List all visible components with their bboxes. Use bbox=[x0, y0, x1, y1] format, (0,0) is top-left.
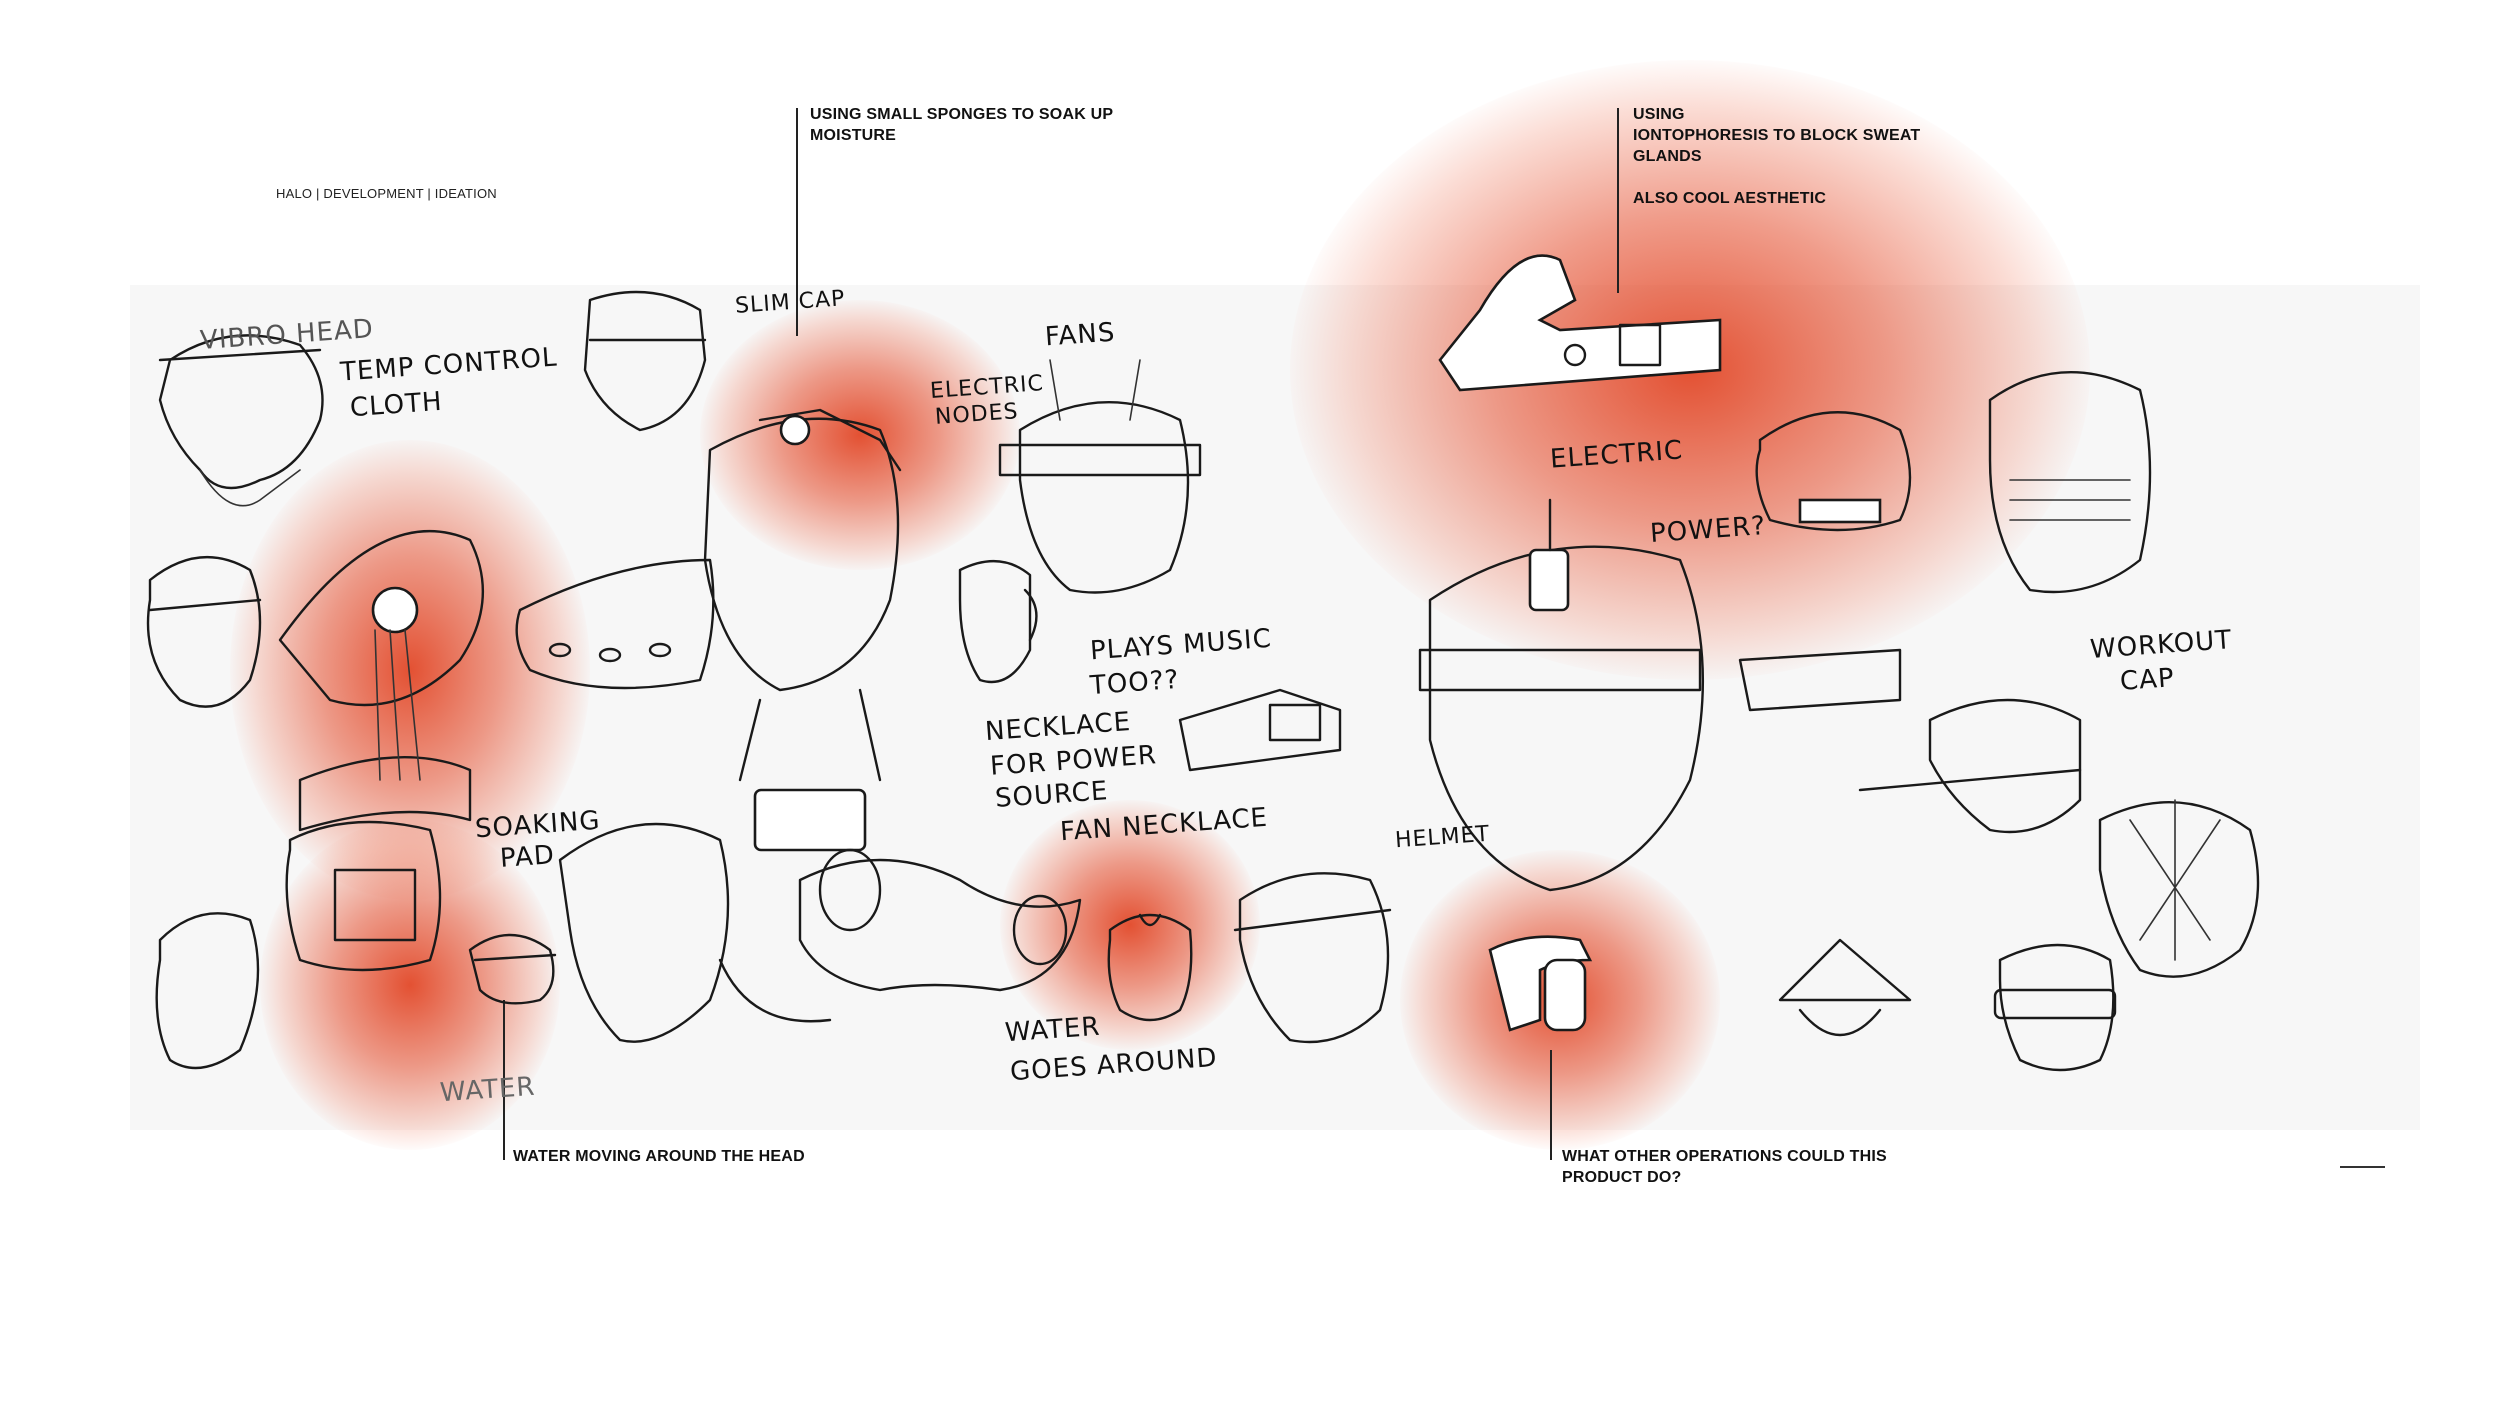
annotation-aesthetic: ALSO COOL AESTHETIC bbox=[1633, 188, 1826, 209]
annotation-iontophoresis: USING IONTOPHORESIS TO BLOCK SWEAT GLAND… bbox=[1633, 104, 1920, 167]
sketch-triangle-hat bbox=[1778, 938, 1912, 1036]
handwritten-soaking-pad: PAD bbox=[499, 840, 556, 874]
sketch-square-face-mask bbox=[285, 820, 442, 972]
leader-line-sponges bbox=[796, 108, 798, 336]
annotation-line: GLANDS bbox=[1633, 148, 1702, 165]
sketch-fans-head bbox=[998, 359, 1202, 594]
highlight-glow bbox=[1000, 800, 1260, 1050]
handwritten-fans: FANS bbox=[1044, 317, 1117, 353]
sketch-headphone-head bbox=[958, 559, 1038, 684]
sketch-water-head bbox=[1107, 913, 1193, 1022]
leader-line-operations bbox=[1550, 1050, 1552, 1160]
annotation-line: WHAT OTHER OPERATIONS COULD THIS bbox=[1562, 1148, 1887, 1165]
annotation-line: USING SMALL SPONGES TO SOAK UP bbox=[810, 106, 1114, 123]
sketch-visor bbox=[515, 558, 715, 690]
annotation-water: WATER MOVING AROUND THE HEAD bbox=[513, 1146, 805, 1167]
divider bbox=[2340, 1166, 2385, 1168]
annotation-line: ALSO COOL AESTHETIC bbox=[1633, 190, 1827, 207]
sketch-slim-cap bbox=[583, 290, 707, 432]
sketch-power-pack bbox=[1178, 688, 1342, 772]
sketch-goggle-head bbox=[1993, 943, 2117, 1072]
annotation-sponges: USING SMALL SPONGES TO SOAK UP MOISTURE bbox=[810, 104, 1113, 146]
sketch-cap-sideview bbox=[1858, 698, 2082, 834]
sketch-fan-necklace bbox=[718, 848, 1082, 1023]
handwritten-too: TOO?? bbox=[1089, 664, 1181, 702]
leader-line-iontophoresis bbox=[1617, 108, 1619, 293]
highlight-glow bbox=[700, 300, 1020, 570]
sketch-coral-cap bbox=[1738, 411, 1912, 712]
sketch-iontophoresis-device bbox=[1438, 254, 1722, 392]
handwritten-workout-cap: CAP bbox=[2119, 663, 2176, 697]
sketch-helmet-side bbox=[1233, 872, 1392, 1044]
sketch-big-head-electric bbox=[1418, 498, 1705, 892]
sketch-heads-lower-left bbox=[155, 822, 730, 1070]
sketch-halo-sideband bbox=[1488, 935, 1593, 1032]
annotation-line: IONTOPHORESIS TO BLOCK SWEAT bbox=[1633, 127, 1921, 144]
annotation-line: MOISTURE bbox=[810, 127, 897, 144]
sketch-water-cap bbox=[468, 933, 557, 1005]
sketch-workout-cap-face bbox=[1988, 371, 2152, 594]
sketch-electric-nodes-head bbox=[703, 408, 902, 852]
sketch-halo-harness bbox=[278, 530, 485, 832]
annotation-operations: WHAT OTHER OPERATIONS COULD THIS PRODUCT… bbox=[1562, 1146, 1887, 1188]
sketch-fan-helmet-right bbox=[2098, 799, 2260, 978]
sketch-head-vibro bbox=[158, 334, 324, 507]
annotation-line: PRODUCT DO? bbox=[1562, 1169, 1682, 1186]
annotation-line: WATER MOVING AROUND THE HEAD bbox=[513, 1148, 805, 1165]
sketch-head-cap-left bbox=[146, 555, 262, 708]
page-header-label: HALO | DEVELOPMENT | IDEATION bbox=[276, 186, 497, 201]
highlight-glow bbox=[260, 820, 560, 1150]
leader-line-water bbox=[503, 1000, 505, 1160]
annotation-line: USING bbox=[1633, 106, 1685, 123]
